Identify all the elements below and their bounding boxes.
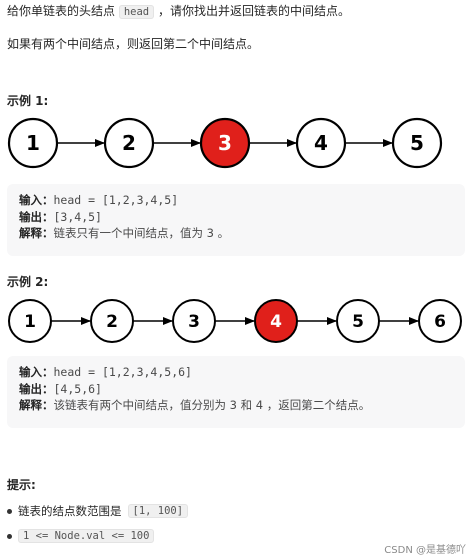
- example-2-output-line: 输出：[4,5,6]: [19, 381, 453, 398]
- example-2-node-label: 3: [188, 312, 200, 332]
- example-2-explain-line: 解释：该链表有两个中间结点，值分别为 3 和 4 ，返回第二个结点。: [19, 397, 453, 414]
- example-1-node-4: [295, 117, 347, 169]
- example-1-explain-label: 解释：: [19, 226, 54, 240]
- example-1-node-3-highlighted: [199, 117, 251, 169]
- example-2-linked-list-diagram: 1 2 3 4 5 6: [8, 299, 462, 343]
- example-1-node-label: 5: [410, 131, 424, 155]
- example-1-box: 输入：head = [1,2,3,4,5] 输出：[3,4,5] 解释：链表只有…: [7, 184, 465, 256]
- example-2-input-value: head = [1,2,3,4,5,6]: [53, 365, 192, 379]
- hint-item-1-text: 链表的结点数范围是: [18, 504, 122, 518]
- example-1-node-1: [7, 117, 59, 169]
- example-2-node-label: 5: [352, 312, 364, 332]
- bullet-icon: [7, 533, 12, 539]
- watermark: CSDN @是基德吖: [384, 545, 466, 556]
- example-1-input-label: 输入：: [19, 193, 54, 207]
- example-2-node-label: 4: [270, 312, 282, 332]
- example-2-node-label: 2: [106, 312, 118, 332]
- example-1-title: 示例 1:: [7, 94, 49, 108]
- example-1-output-value: [3,4,5]: [53, 209, 102, 224]
- hint-item-2: 1 <= Node.val <= 100: [7, 529, 155, 543]
- example-2-node-label: 1: [24, 312, 36, 332]
- example-1-output-label: 输出：: [19, 209, 54, 224]
- example-1-input-line: 输入：head = [1,2,3,4,5]: [19, 192, 453, 209]
- example-1-node-5: [391, 117, 443, 169]
- example-2-node-5: [336, 299, 380, 343]
- example-2-explain-label: 解释：: [19, 398, 54, 412]
- example-1-explain-line: 解释：链表只有一个中间结点，值为 3 。: [19, 225, 453, 242]
- hints-title: 提示:: [7, 478, 36, 492]
- intro-code-head: head: [118, 5, 155, 19]
- intro-line-2: 如果有两个中间结点，则返回第二个中间结点。: [7, 37, 260, 51]
- example-2-title: 示例 2:: [7, 275, 49, 289]
- hint-item-1-code: [1, 100]: [127, 504, 189, 518]
- bullet-icon: [7, 508, 12, 514]
- example-2-explain-value: 该链表有两个中间结点，值分别为 3 和 4 ，返回第二个结点。: [53, 398, 371, 412]
- intro-text-2: ，请你找出并返回链表的中间结点。: [157, 4, 350, 18]
- example-2-box: 输入：head = [1,2,3,4,5,6] 输出：[4,5,6] 解释：该链…: [7, 356, 465, 428]
- example-2-node-4-highlighted: [254, 299, 298, 343]
- example-1-linked-list-diagram: 1 2 3 4 5: [7, 117, 443, 169]
- example-1-node-label: 4: [314, 131, 328, 155]
- example-1-node-2: [103, 117, 155, 169]
- example-2-node-1: [8, 299, 52, 343]
- example-2-output-label: 输出：: [19, 381, 54, 396]
- example-2-input-label: 输入：: [19, 365, 54, 379]
- example-2-node-2: [90, 299, 134, 343]
- hint-item-1: 链表的结点数范围是 [1, 100]: [7, 503, 189, 519]
- intro-line-1: 给你单链表的头结点 head ，请你找出并返回链表的中间结点。: [7, 2, 350, 21]
- intro-text-1: 给你单链表的头结点: [7, 4, 116, 18]
- example-1-node-label: 3: [218, 131, 232, 155]
- example-2-node-6: [418, 299, 462, 343]
- example-1-node-label: 2: [122, 131, 136, 155]
- example-1-node-label: 1: [26, 131, 40, 155]
- example-2-node-3: [172, 299, 216, 343]
- example-1-output-line: 输出：[3,4,5]: [19, 209, 453, 226]
- example-2-node-label: 6: [434, 312, 446, 332]
- example-1-input-value: head = [1,2,3,4,5]: [53, 193, 179, 207]
- example-2-output-value: [4,5,6]: [53, 381, 102, 396]
- example-2-input-line: 输入：head = [1,2,3,4,5,6]: [19, 364, 453, 381]
- example-1-explain-value: 链表只有一个中间结点，值为 3 。: [53, 226, 230, 240]
- hint-item-2-code: 1 <= Node.val <= 100: [18, 529, 155, 543]
